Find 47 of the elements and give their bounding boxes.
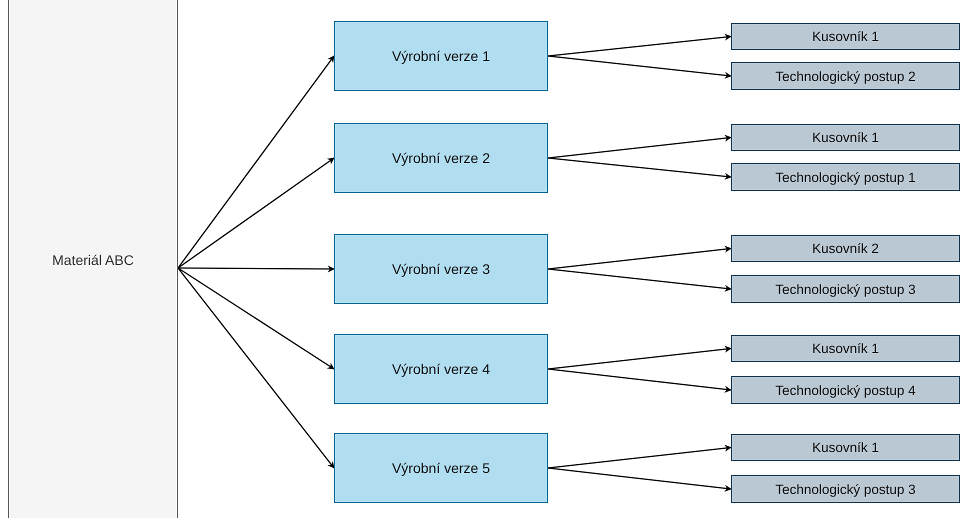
process-box	[334, 21, 548, 91]
process-box	[731, 376, 960, 404]
material-box	[8, 0, 178, 518]
arrow	[548, 157, 732, 180]
arrow	[178, 267, 335, 370]
arrow	[178, 157, 335, 269]
box-label: Technologický postup 3	[775, 282, 916, 296]
process-box	[731, 23, 960, 50]
process-box	[731, 475, 960, 503]
box-label: Kusovník 1	[812, 341, 879, 356]
process-box	[731, 163, 960, 191]
box-label: Výrobní verze 1	[392, 48, 490, 64]
box-label: Výrobní verze 5	[392, 460, 490, 476]
box-label: Výrobní verze 2	[392, 150, 490, 166]
arrow	[548, 55, 732, 79]
box-label: Kusovník 1	[812, 130, 879, 145]
box-label: Kusovník 1	[812, 29, 879, 44]
process-box	[731, 62, 960, 90]
process-box	[334, 123, 548, 193]
box-label: Kusovník 2	[812, 241, 879, 256]
arrow	[177, 268, 335, 469]
process-box	[731, 124, 960, 151]
box-label: Technologický postup 3	[775, 482, 916, 496]
arrow	[177, 55, 335, 268]
arrow	[548, 246, 732, 270]
arrow	[178, 265, 335, 272]
arrow	[548, 368, 732, 393]
arrow	[548, 346, 732, 370]
box-label: Technologický postup 2	[775, 68, 916, 84]
box-label: Výrobní verze 3	[392, 261, 490, 277]
process-box	[334, 234, 548, 304]
process-box	[731, 434, 960, 461]
box-label: Výrobní verze 4	[392, 361, 490, 377]
box-label: Technologický postup 1	[775, 170, 916, 184]
box-label: Kusovník 1	[812, 440, 879, 455]
process-box	[731, 235, 960, 262]
process-box	[731, 275, 960, 303]
arrow	[548, 134, 732, 159]
box-label: Technologický postup 4	[775, 382, 916, 398]
process-box	[731, 335, 960, 362]
process-box	[334, 334, 548, 404]
arrow	[548, 268, 732, 292]
box-label: Materiál ABC	[52, 252, 134, 268]
arrow	[548, 444, 732, 469]
arrow	[548, 34, 732, 57]
process-box	[334, 433, 548, 503]
arrow	[548, 467, 732, 492]
